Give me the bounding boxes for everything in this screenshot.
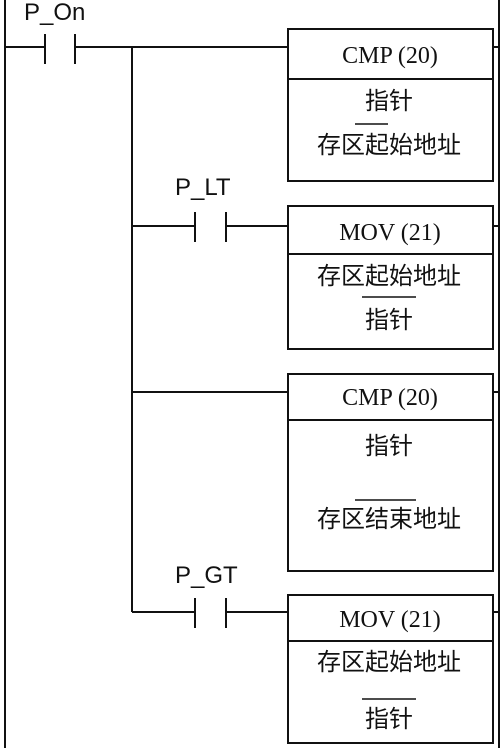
block-frame xyxy=(287,594,494,744)
block-operand-1: 指针 xyxy=(365,87,413,115)
block-operand-2: 指针 xyxy=(365,705,413,733)
cmp-block-1: CMP (20) 指针 存区起始地址 xyxy=(287,28,494,182)
block-operand-2: 存区结束地址 xyxy=(317,505,461,533)
block-operand-1: 指针 xyxy=(365,432,413,460)
contact-label-p-lt: P_LT xyxy=(175,174,231,201)
cmp-block-2: CMP (20) 指针 存区结束地址 xyxy=(287,373,494,572)
block-title: MOV (21) xyxy=(339,220,441,246)
mov-block-1: MOV (21) 存区起始地址 指针 xyxy=(287,205,494,350)
block-title: CMP (20) xyxy=(342,43,438,69)
block-title: MOV (21) xyxy=(339,607,441,633)
block-operand-1: 存区起始地址 xyxy=(317,648,461,676)
contact-label-p-gt: P_GT xyxy=(175,562,238,589)
block-title: CMP (20) xyxy=(342,385,438,411)
block-frame xyxy=(287,373,494,572)
contact-label-p-on: P_On xyxy=(24,0,85,26)
block-operand-1: 存区起始地址 xyxy=(317,262,461,290)
block-operand-2: 存区起始地址 xyxy=(317,131,461,159)
mov-block-2: MOV (21) 存区起始地址 指针 xyxy=(287,594,494,744)
block-frame xyxy=(287,205,494,350)
block-frame xyxy=(287,28,494,182)
block-operand-2: 指针 xyxy=(365,306,413,334)
